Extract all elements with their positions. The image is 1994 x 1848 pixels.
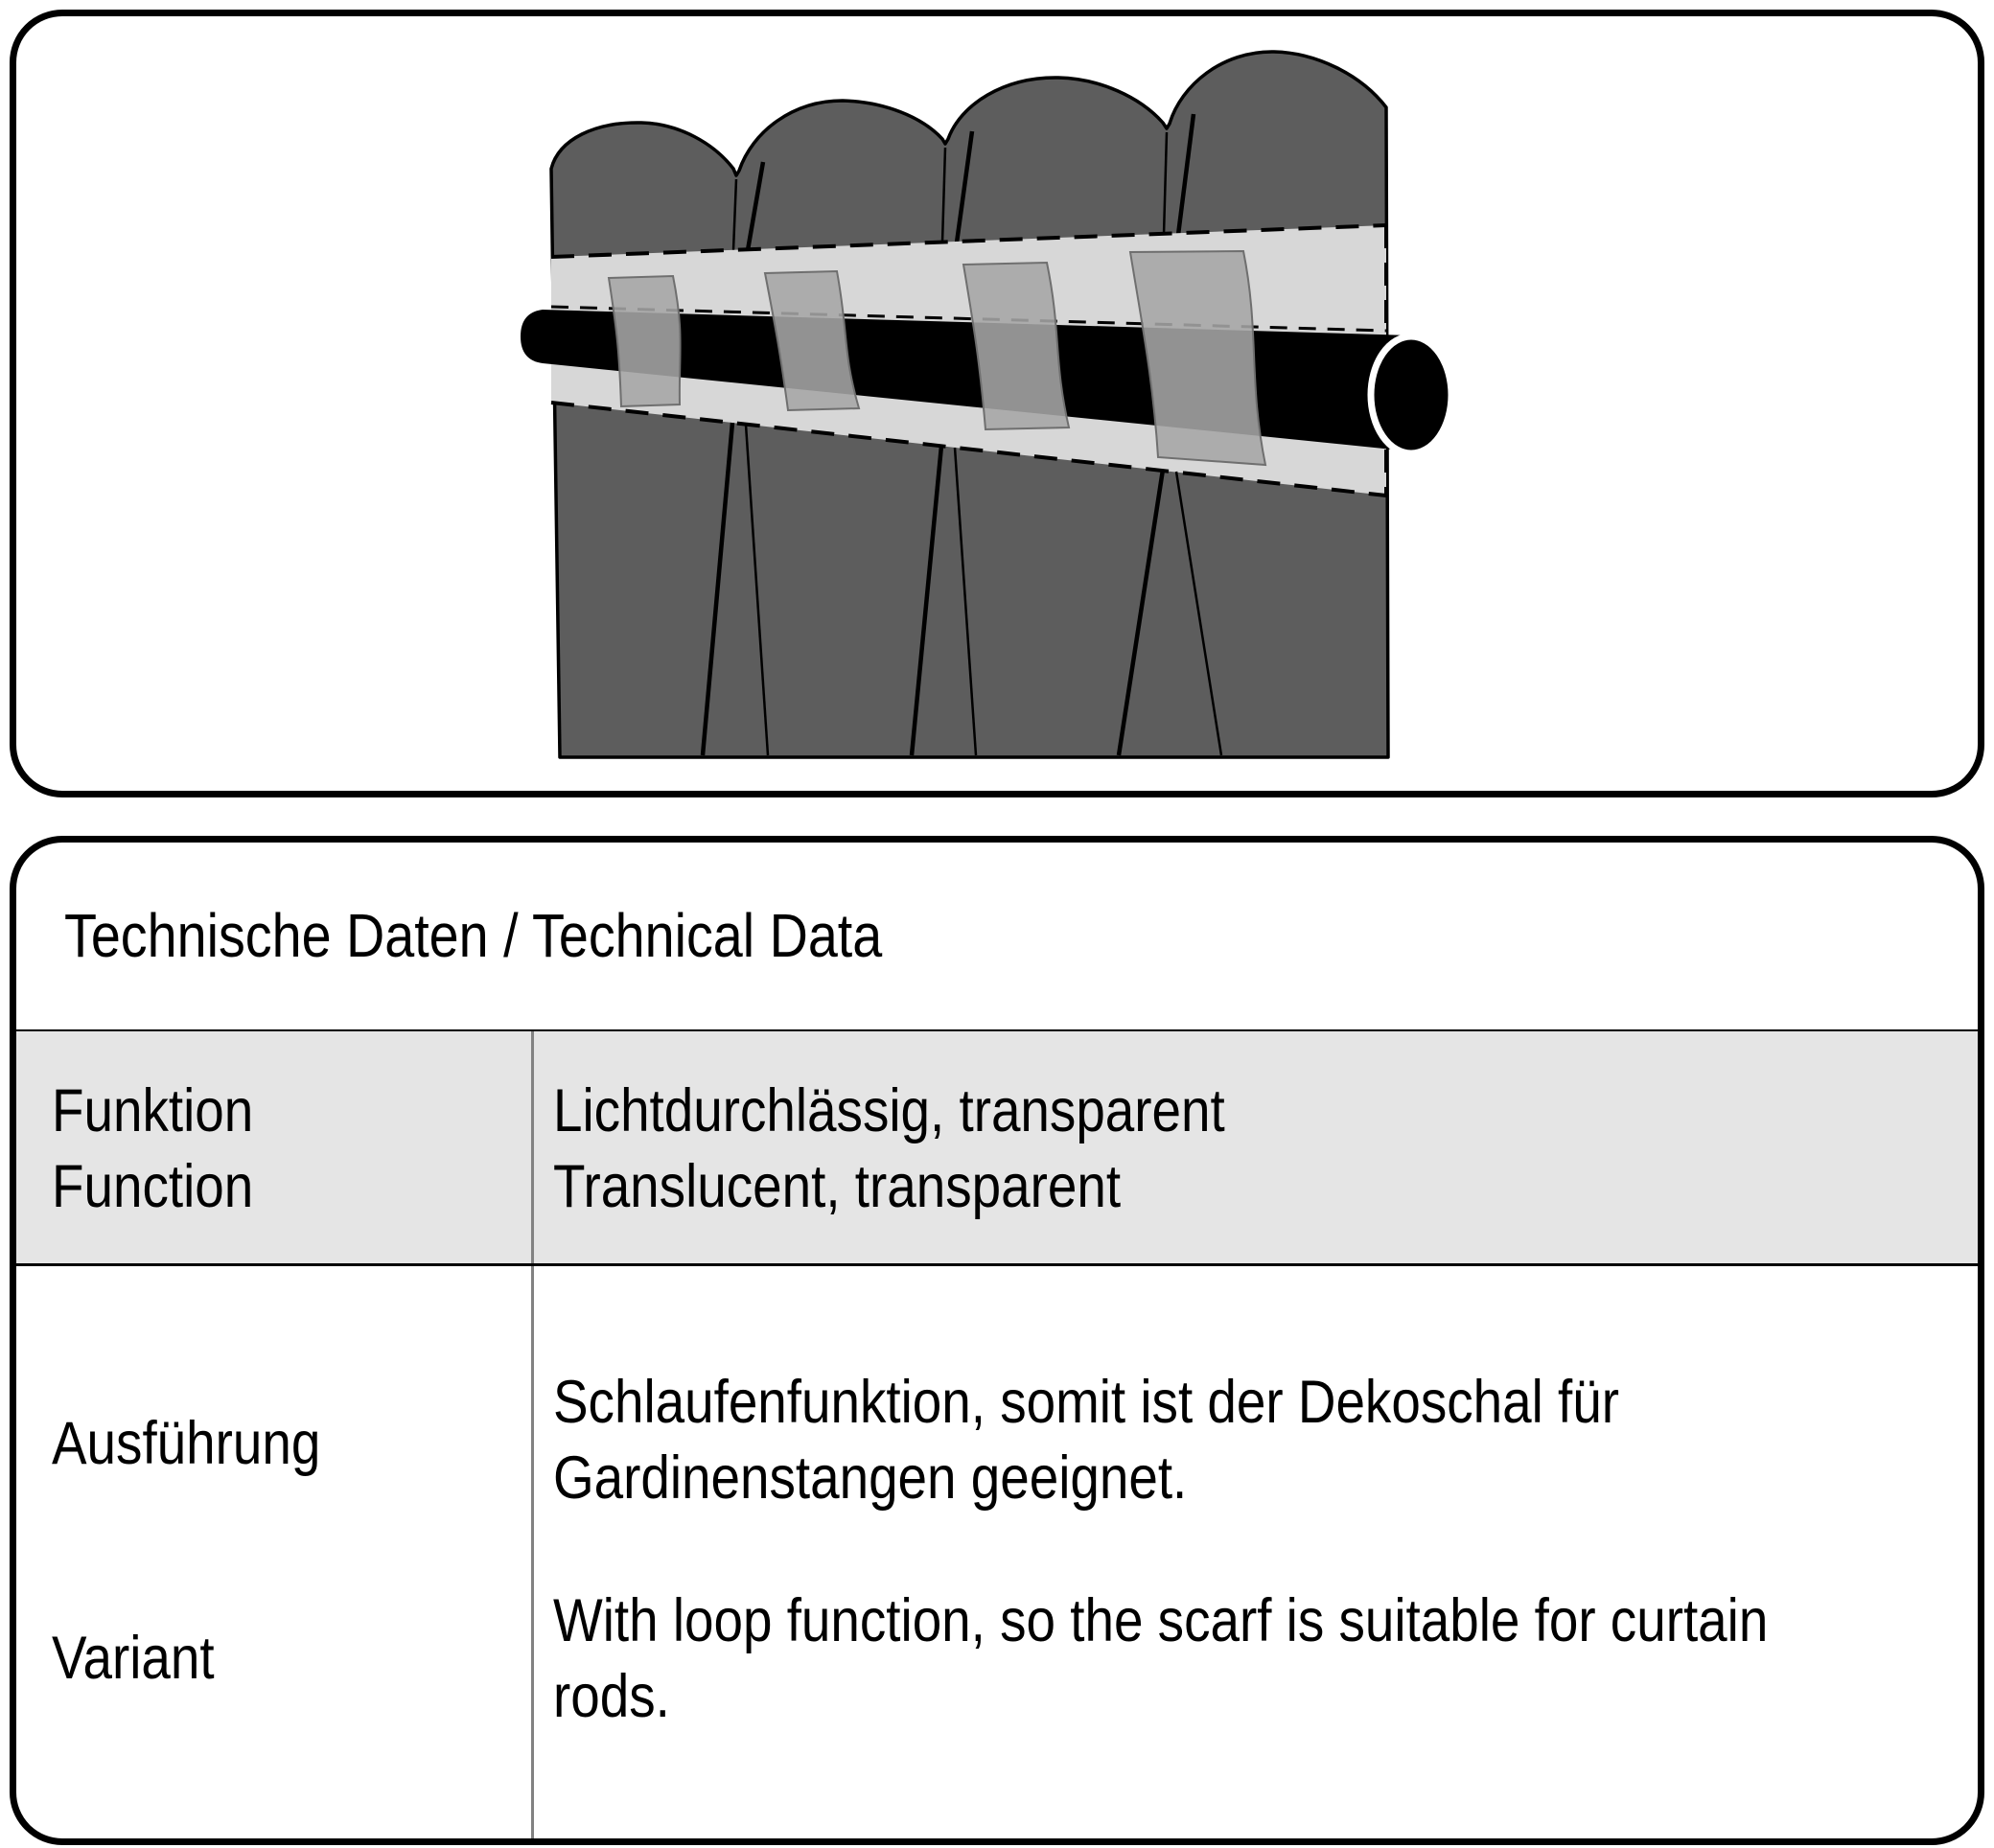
technical-data-panel: Technische Daten / Technical Data Funkti…: [10, 836, 1984, 1845]
value-variant-en-line2: rods.: [553, 1663, 670, 1730]
illustration-panel: [10, 10, 1984, 797]
value-variant-de: Schlaufenfunktion, somit ist der Dekosch…: [553, 1365, 1978, 1516]
cell-variant-label: Ausführung Variant: [16, 1266, 534, 1838]
pleat-lines-upper: [731, 113, 1196, 251]
cell-variant-value: Schlaufenfunktion, somit ist der Dekosch…: [534, 1266, 1978, 1838]
technical-data-table: Funktion Function Lichtdurchlässig, tran…: [16, 1029, 1978, 1838]
curtain-rod-illustration: [521, 50, 1455, 759]
cell-function-label: Funktion Function: [16, 1031, 534, 1263]
pleat-lines-lower: [700, 422, 1223, 756]
table-row-variant: Ausführung Variant Schlaufenfunktion, so…: [16, 1266, 1978, 1838]
curtain-loop: [962, 261, 1071, 431]
value-variant-de-line1: Schlaufenfunktion, somit ist der Dekosch…: [553, 1369, 1619, 1436]
value-function-de: Lichtdurchlässig, transparent: [553, 1077, 1225, 1144]
label-funktion-de: Funktion: [52, 1077, 254, 1144]
label-ausfuehrung-de: Ausführung: [52, 1410, 321, 1477]
page-title: Technische Daten / Technical Data: [64, 898, 1005, 974]
curtain-loops: [607, 249, 1267, 467]
cell-function-value: Lichtdurchlässig, transparent Translucen…: [534, 1031, 1978, 1263]
curtain-loop: [1128, 249, 1267, 467]
label-function-en: Function: [52, 1153, 254, 1220]
label-variant-en: Variant: [52, 1625, 215, 1692]
value-function-en: Translucent, transparent: [553, 1153, 1122, 1220]
table-row-function: Funktion Function Lichtdurchlässig, tran…: [16, 1029, 1978, 1266]
curtain-loop: [607, 274, 682, 408]
value-variant-en: With loop function, so the scarf is suit…: [553, 1583, 1978, 1735]
rod-end-cap: [1367, 333, 1455, 457]
value-variant-de-line2: Gardinenstangen geeignet.: [553, 1444, 1188, 1512]
curtain-loop: [763, 269, 861, 412]
page-title-text: Technische Daten / Technical Data: [64, 901, 883, 970]
value-variant-en-line1: With loop function, so the scarf is suit…: [553, 1587, 1769, 1654]
